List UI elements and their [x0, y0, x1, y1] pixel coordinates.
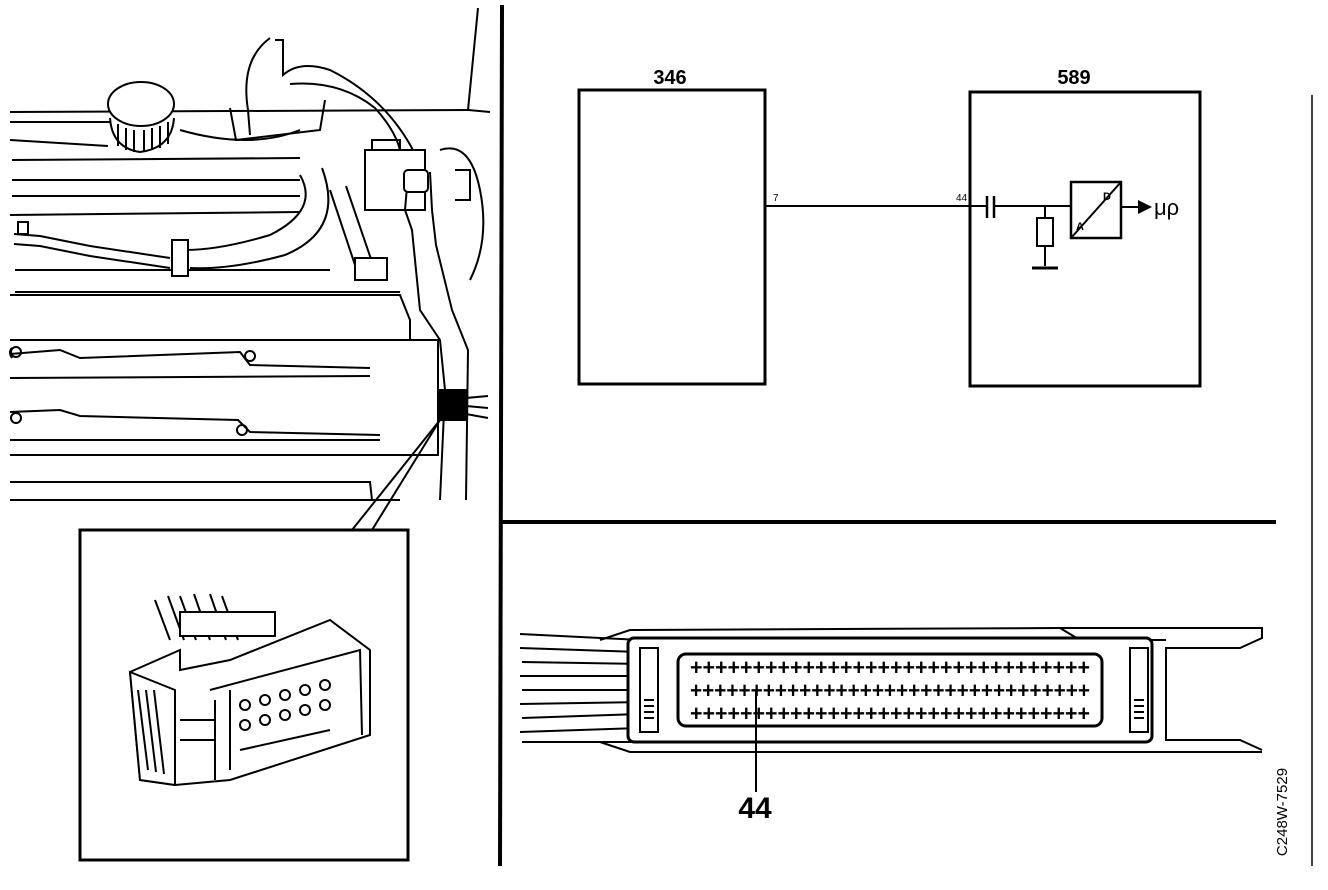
pin-row-top: ++++++++++++++++++++++++++++++++: [690, 655, 1090, 680]
unit-589-label: 589: [1057, 67, 1090, 89]
panel-dividers: [498, 4, 1313, 867]
ad-converter: [1069, 180, 1123, 240]
figure-code: C248W-7529: [1274, 768, 1291, 856]
adc-in-label: A: [1076, 221, 1084, 233]
pin-7-label: 7: [773, 193, 779, 204]
connector-detail-inset: [78, 528, 410, 862]
ecu-connector-illustration: [519, 627, 1263, 753]
resistor-to-ground: [1032, 206, 1058, 270]
pin-row-middle: +++++++++++++++++++++++++++++++++: [690, 678, 1090, 703]
pin-44-label: 44: [956, 193, 968, 204]
microprocessor-label: μρ: [1154, 195, 1179, 220]
pin-row-bottom: ++++++++++++++++++++++++++++++++: [690, 701, 1090, 726]
adc-out-label: D: [1103, 191, 1111, 203]
schematic: 346 589 7 44 A D: [577, 67, 1202, 388]
pin-44-callout: 44: [738, 792, 772, 825]
engine-bay-illustration: [9, 7, 491, 531]
output-arrow-icon: [1121, 200, 1152, 214]
capacitor-symbol: [985, 196, 1072, 218]
unit-346-label: 346: [653, 67, 686, 89]
control-unit-346: [577, 88, 767, 386]
reservoir-cap-shape: [107, 81, 175, 154]
